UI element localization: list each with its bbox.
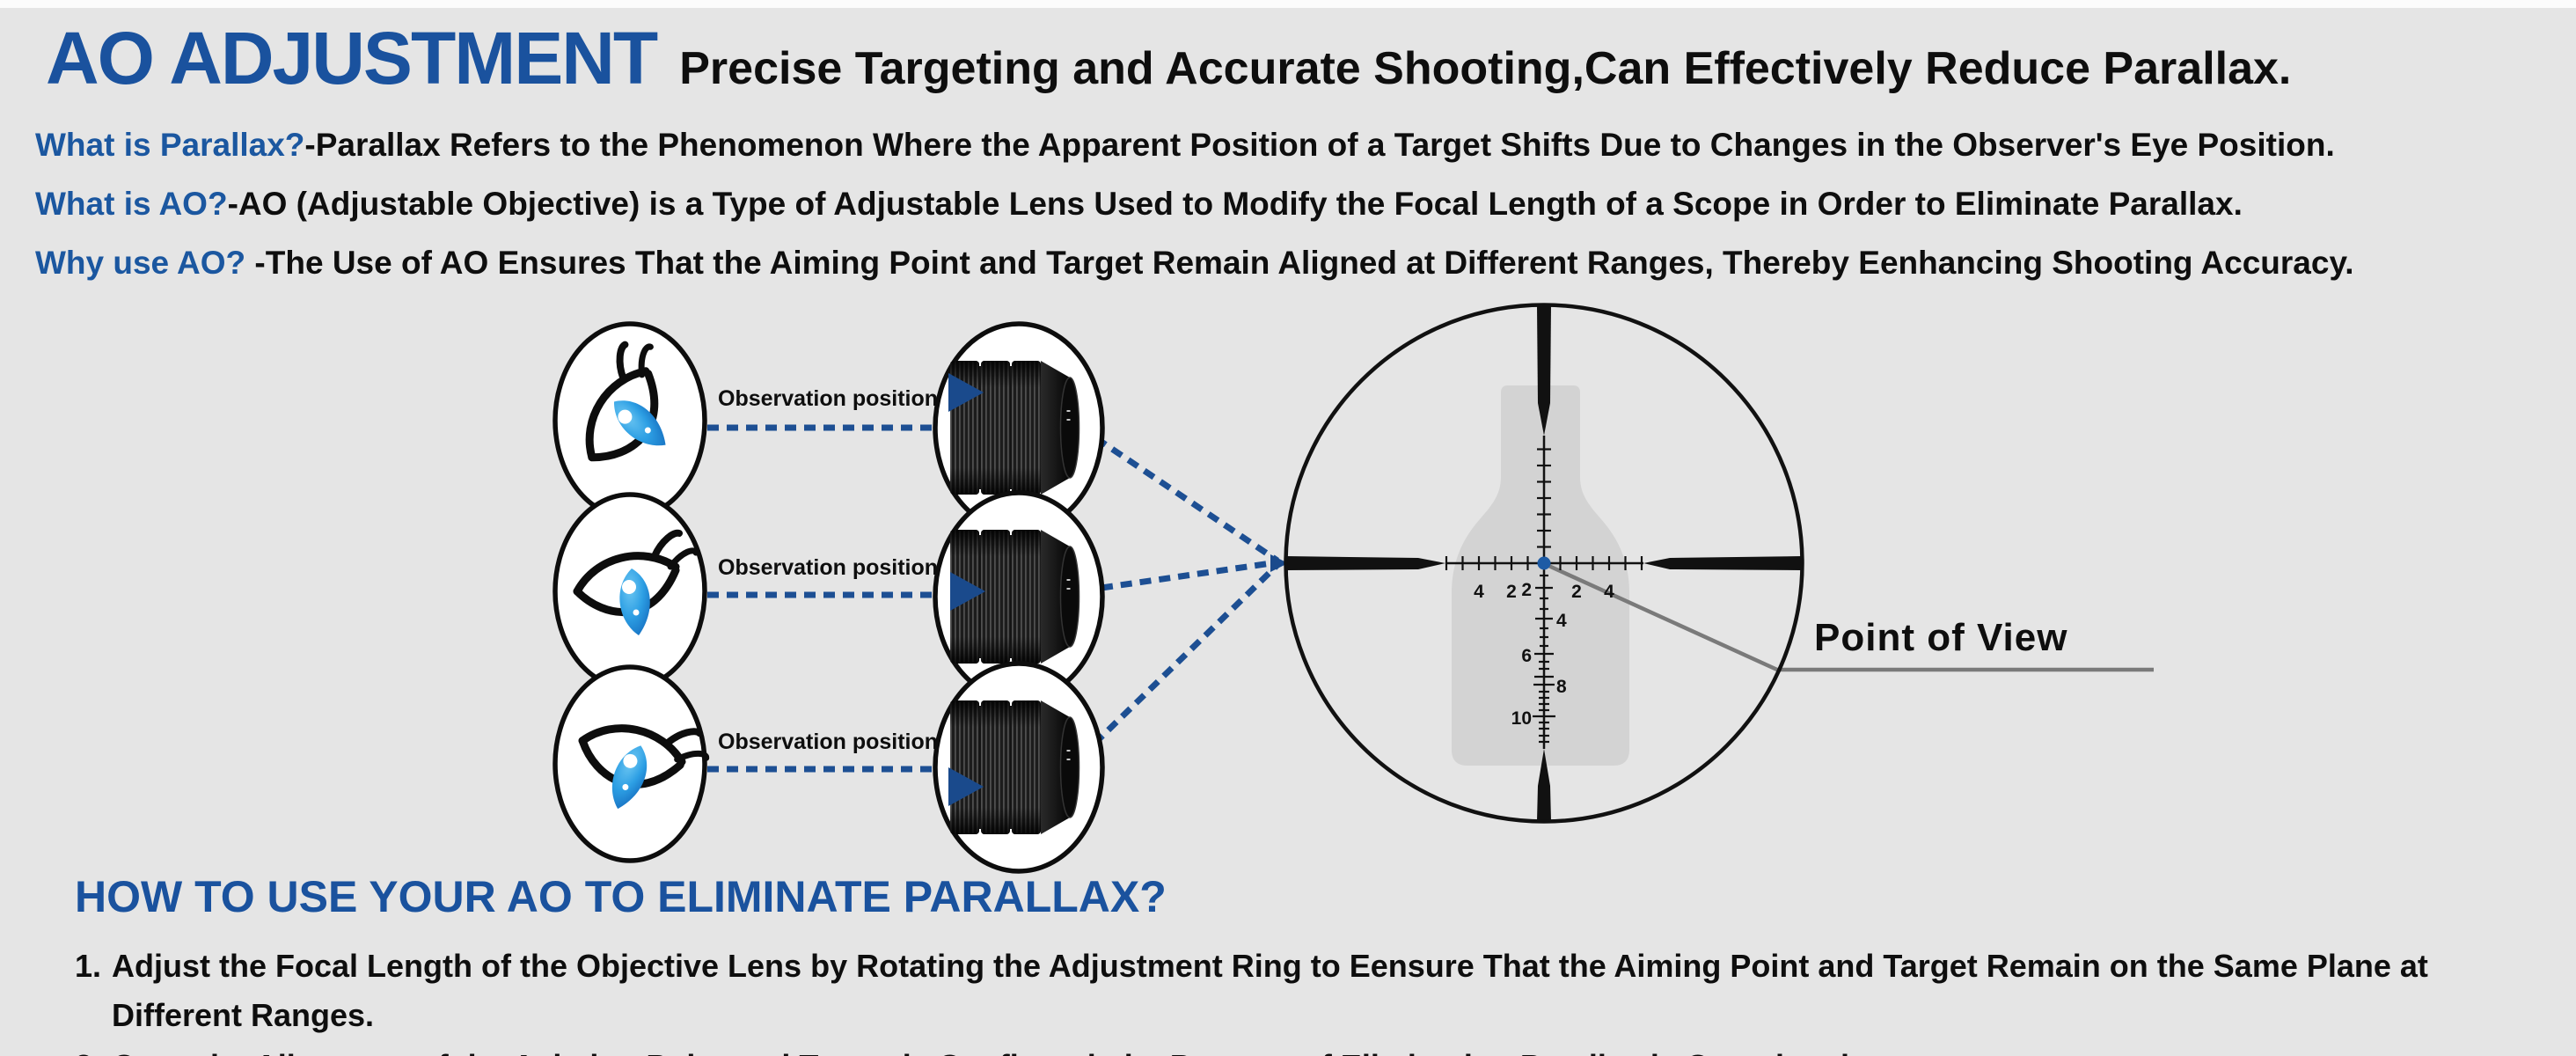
reticle-tick-label: 4 bbox=[1604, 582, 1614, 602]
step-text: Once the Alignment of the Aaiming Point … bbox=[112, 1042, 2529, 1056]
observation-label-bottom: Observation position bbox=[718, 730, 938, 754]
reticle-tick-label: 4 bbox=[1474, 582, 1484, 602]
step-number: 2. bbox=[75, 1042, 112, 1056]
direction-arrow-icon bbox=[948, 373, 984, 412]
reticle-post-top bbox=[1537, 305, 1551, 436]
qa-line-parallax: What is Parallax?-Parallax Refers to the… bbox=[35, 128, 2354, 162]
reticle-tick-label: 4 bbox=[1556, 611, 1567, 631]
eye-circle-top bbox=[553, 321, 707, 520]
reticle-post-bottom bbox=[1537, 749, 1551, 821]
target-bottle-silhouette bbox=[1452, 385, 1629, 766]
qa-lead: Why use AO? bbox=[35, 245, 246, 281]
observation-label-middle: Observation position bbox=[718, 555, 938, 580]
direction-arrow-icon bbox=[950, 572, 985, 611]
reticle-tick-label: 8 bbox=[1556, 677, 1567, 697]
lens-circle-middle bbox=[933, 490, 1105, 703]
sight-lines-dashed bbox=[707, 424, 1280, 773]
reticle-tick-label: 6 bbox=[1521, 646, 1532, 666]
reticle-tick-label: 2 bbox=[1521, 580, 1532, 600]
point-of-view-label: Point of View bbox=[1814, 616, 2068, 659]
page-subtitle: Precise Targeting and Accurate Shooting,… bbox=[679, 43, 2292, 94]
sight-line bbox=[1092, 562, 1280, 746]
reticle-post-right bbox=[1643, 556, 1802, 570]
direction-arrow-icon bbox=[948, 767, 984, 806]
qa-rest: -Parallax Refers to the Phenomenon Where… bbox=[304, 127, 2335, 163]
eye-up-icon bbox=[552, 333, 706, 488]
step-number: 1. bbox=[75, 948, 102, 984]
objective-lens-icon bbox=[949, 360, 1080, 495]
lens-circle-top bbox=[933, 321, 1105, 534]
qa-rest: -The Use of AO Ensures That the Aiming P… bbox=[245, 245, 2354, 281]
howto-step: 1. Adjust the Focal Length of the Object… bbox=[75, 942, 2529, 1040]
eye-down-icon bbox=[562, 688, 714, 833]
eye-circle-bottom bbox=[553, 664, 707, 863]
reticle-tick-label: 2 bbox=[1506, 582, 1517, 602]
qa-lead: What is AO? bbox=[35, 186, 228, 222]
qa-block: What is Parallax?-Parallax Refers to the… bbox=[35, 128, 2354, 305]
qa-rest: -AO (Adjustable Objective) is a Type of … bbox=[227, 186, 2243, 222]
howto-section: HOW TO USE YOUR AO TO ELIMINATE PARALLAX… bbox=[75, 871, 2529, 1056]
reticle-tick-label: 10 bbox=[1511, 708, 1532, 729]
qa-line-ao: What is AO?-AO (Adjustable Objective) is… bbox=[35, 187, 2354, 221]
lens-circle-bottom bbox=[933, 661, 1105, 874]
direction-arrows bbox=[948, 373, 1288, 806]
reticle-tick-label: 2 bbox=[1571, 582, 1582, 602]
reticle-post-left bbox=[1286, 556, 1445, 570]
header: AO ADJUSTMENT Precise Targeting and Accu… bbox=[46, 16, 2291, 101]
page-title: AO ADJUSTMENT bbox=[46, 17, 658, 99]
top-white-strip bbox=[0, 0, 2576, 8]
step-text: Adjust the Focal Length of the Objective… bbox=[112, 948, 2428, 1033]
reticle-center-dot bbox=[1537, 556, 1551, 570]
eye-circle-middle bbox=[553, 492, 707, 691]
scope-circle bbox=[1284, 303, 1804, 824]
observation-label-top: Observation position bbox=[718, 386, 938, 411]
objective-lens-icon bbox=[949, 700, 1080, 835]
eye-straight-icon bbox=[577, 533, 696, 635]
sight-line bbox=[1094, 436, 1279, 563]
objective-lens-icon bbox=[949, 529, 1080, 664]
sight-line bbox=[1101, 559, 1278, 591]
howto-heading: HOW TO USE YOUR AO TO ELIMINATE PARALLAX… bbox=[75, 872, 1167, 921]
direction-arrow-icon bbox=[1270, 554, 1288, 572]
howto-step: 2. Once the Alignment of the Aaiming Poi… bbox=[75, 1042, 2529, 1056]
qa-lead: What is Parallax? bbox=[35, 127, 305, 163]
qa-line-why-ao: Why use AO? -The Use of AO Ensures That … bbox=[35, 246, 2354, 280]
